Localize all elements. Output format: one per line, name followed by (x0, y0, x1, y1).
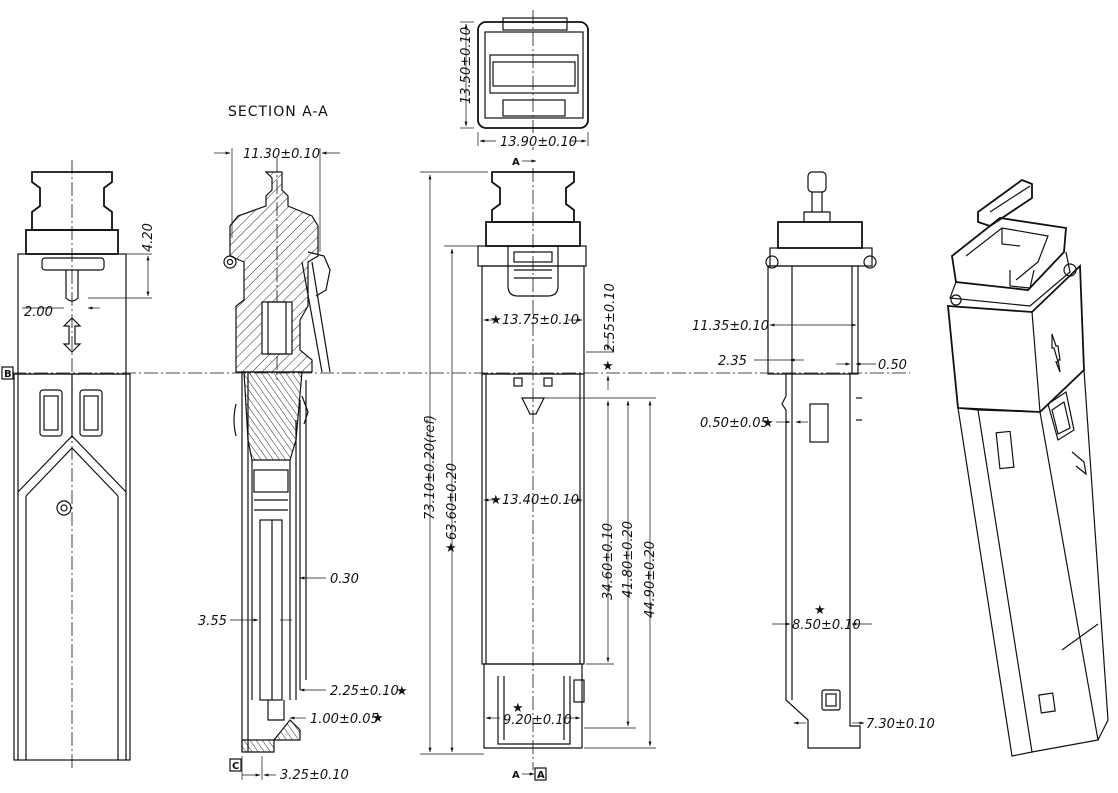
isometric-view (947, 178, 1109, 757)
datum-b-label: B (4, 369, 12, 380)
front-total-length-label: 73.10±0.20(ref) (423, 415, 438, 520)
isometric-arrow-icon (1051, 333, 1061, 373)
section-title: SECTION A-A (228, 104, 329, 120)
section-width-label: 11.30±0.10 (243, 147, 320, 162)
section-dim-a-star-icon: ★ (396, 684, 408, 699)
front-view: 73.10±0.20(ref) ★ 63.60±0.20 ★ 13.75±0.1… (420, 157, 658, 781)
section-gap-label: 3.55 (198, 614, 227, 629)
left-view: 4.20 2.00 B (1, 160, 156, 770)
front-offset-label: 2.55±0.10 (603, 283, 618, 352)
side-left-offset-label: 2.35 (718, 354, 747, 369)
section-dim-c-label: 3.25±0.10 (280, 768, 349, 783)
datum-a-label: A (537, 770, 545, 781)
side-depth-star-icon: ★ (814, 603, 826, 618)
section-marker-bottom: A (512, 770, 520, 781)
front-mid-width-star-icon: ★ (490, 493, 502, 508)
section-dim-b-star-icon: ★ (372, 711, 384, 726)
datum-b-box (1, 366, 14, 380)
top-view: 13.50±0.10 13.90±0.10 (459, 10, 589, 150)
section-dim-b-label: 1.00±0.05 (310, 712, 379, 727)
side-flange-star-icon: ★ (762, 416, 774, 431)
front-bottom-width-star-icon: ★ (512, 701, 524, 716)
datum-a-box (534, 767, 547, 781)
side-width-label: 11.35±0.10 (692, 319, 769, 334)
front-len-2-label: 41.80±0.20 (621, 521, 636, 598)
side-flange-label: 0.50±0.05 (700, 416, 769, 431)
side-depth-label: 8.50±0.10 (792, 618, 861, 633)
section-wall-label: 0.30 (330, 572, 359, 587)
left-view-height-label: 4.20 (141, 223, 156, 252)
front-offset-star-icon: ★ (602, 359, 614, 374)
side-right-offset-label: 0.50 (878, 358, 907, 373)
front-body-star-icon: ★ (445, 541, 457, 556)
front-top-width-label: 13.75±0.10 (502, 313, 579, 328)
front-top-width-star-icon: ★ (490, 313, 502, 328)
push-pull-arrow-icon (62, 317, 82, 353)
top-view-height-label: 13.50±0.10 (459, 27, 474, 104)
datum-c-label: C (232, 761, 239, 772)
front-len-3-label: 44.90±0.20 (643, 541, 658, 618)
datum-c-box (229, 758, 242, 772)
top-view-width-label: 13.90±0.10 (500, 135, 577, 150)
left-view-offset-label: 2.00 (24, 305, 53, 320)
section-view: SECTION A-A 11.30±0.10 0.30 (198, 104, 408, 783)
front-bottom-width-label: 9.20±0.10 (503, 713, 572, 728)
section-marker-top: A (512, 157, 520, 168)
section-dim-a-label: 2.25±0.10 (330, 684, 399, 699)
side-bottom-label: 7.30±0.10 (866, 717, 935, 732)
front-body-length-label: 63.60±0.20 (445, 463, 460, 540)
front-len-1-label: 34.60±0.10 (601, 523, 616, 600)
front-mid-width-label: 13.40±0.10 (502, 493, 579, 508)
side-view: 11.35±0.10 2.35 0.50 0.50±0.05 ★ ★ 8.50±… (690, 171, 935, 749)
